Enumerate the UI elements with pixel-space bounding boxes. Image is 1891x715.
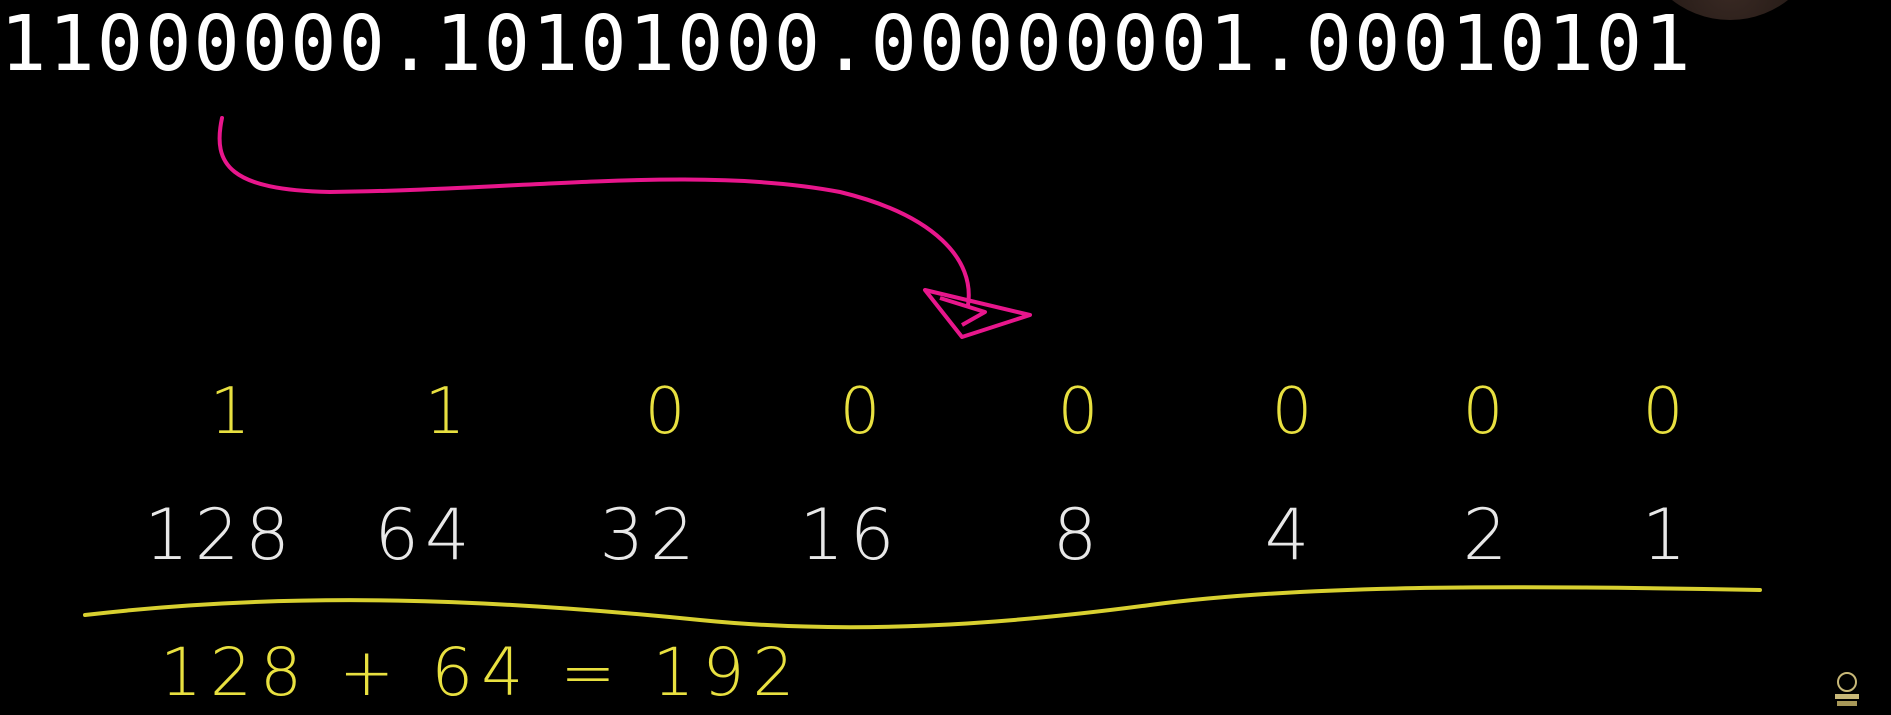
sum-underline bbox=[83, 585, 1762, 630]
weight-1: 1 bbox=[1641, 494, 1693, 576]
bit-128: 1 bbox=[209, 375, 251, 449]
sum-expression: 128 + 64 = 192 bbox=[160, 634, 803, 711]
bit-1: 0 bbox=[1642, 375, 1684, 449]
channel-logo-icon bbox=[1835, 672, 1859, 706]
weight-64: 64 bbox=[374, 494, 476, 576]
arrow-annotation bbox=[217, 116, 971, 307]
binary-ip-address: 11000000.10101000.00000001.00010101 bbox=[0, 0, 1693, 89]
weight-16: 16 bbox=[799, 494, 901, 576]
bit-4: 0 bbox=[1271, 375, 1313, 449]
arrow-head-icon bbox=[923, 288, 1032, 339]
weight-8: 8 bbox=[1052, 494, 1104, 576]
weight-4: 4 bbox=[1264, 494, 1316, 576]
bit-16: 0 bbox=[839, 375, 881, 449]
bit-64: 1 bbox=[424, 375, 466, 449]
bit-2: 0 bbox=[1462, 375, 1504, 449]
weight-128: 128 bbox=[144, 494, 296, 576]
weight-2: 2 bbox=[1462, 494, 1514, 576]
weight-32: 32 bbox=[599, 494, 701, 576]
bit-8: 0 bbox=[1057, 375, 1099, 449]
bit-32: 0 bbox=[644, 375, 686, 449]
